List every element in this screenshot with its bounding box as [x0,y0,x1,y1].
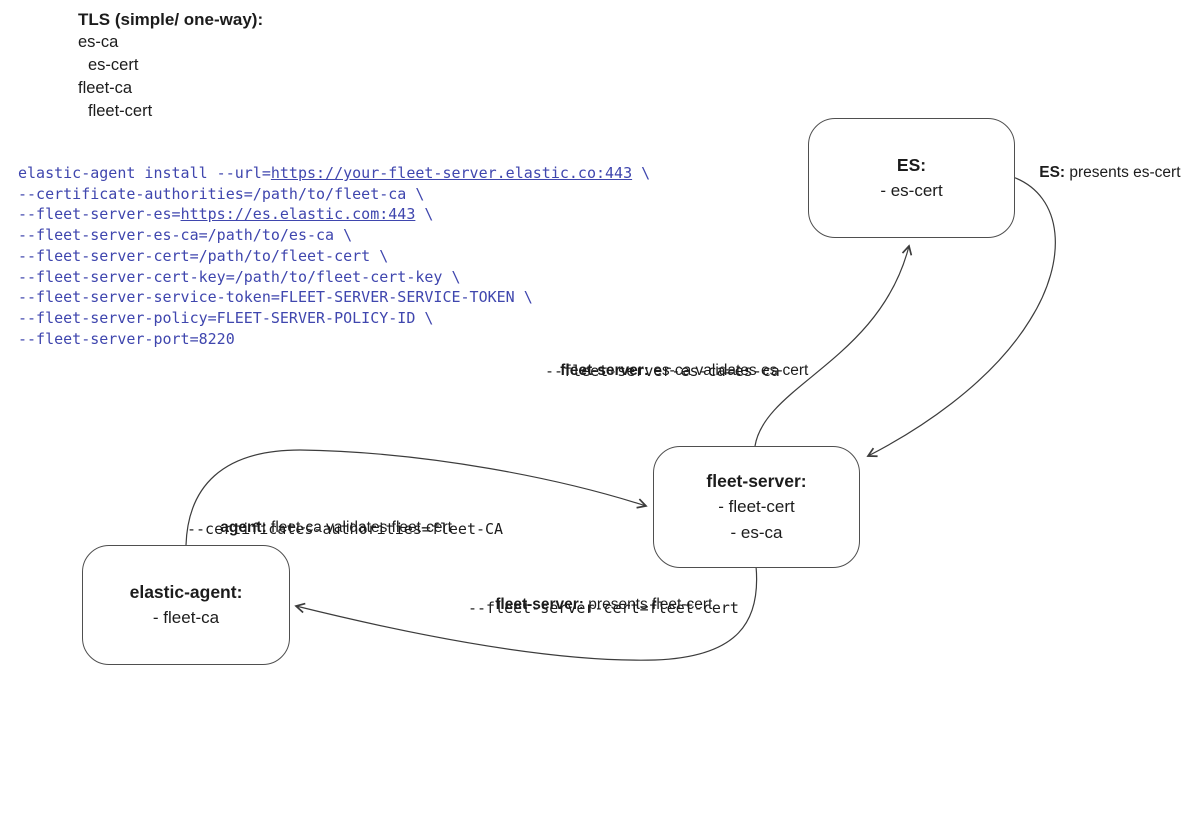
tls-title: TLS (simple/ one-way): [78,10,264,29]
label-bold: ES: [1039,164,1066,181]
node-elastic-agent-title: elastic-agent: [129,581,243,602]
label-text: es-ca validates es-cert [648,362,809,379]
label-fleet-validates-flag: --fleet-server-es-ca=es-ca [545,362,780,380]
code-text: \ [632,164,651,182]
code-text: --fleet-server-policy=FLEET-SERVER-POLIC… [18,308,434,327]
code-line: --fleet-server-cert-key=/path/to/fleet-c… [18,267,650,288]
label-fleet-presents: fleet-server: presents fleet-cert [478,578,712,632]
node-fleet-server-items: - fleet-cert - es-ca [718,494,795,545]
install-command-code: elastic-agent install --url=https://your… [18,163,650,349]
node-elastic-agent-items: - fleet-ca [153,605,219,631]
node-es-items: - es-cert [880,178,942,204]
code-text: --fleet-server-es-ca=/path/to/es-ca \ [18,226,353,245]
code-line: --fleet-server-es-ca=/path/to/es-ca \ [18,225,650,246]
code-text: --fleet-server-service-token=FLEET-SERVE… [18,288,533,307]
label-es-presents: ES: presents es-cert [1022,146,1181,200]
edge-agent-to-fleet-server [185,449,646,546]
code-line: --certificate-authorities=/path/to/fleet… [18,184,650,205]
label-bold: agent: [220,519,267,536]
code-text: --fleet-server-port=8220 [18,329,235,348]
tls-cert-list-item: fleet-cert [88,102,153,120]
code-text: --certificate-authorities=/path/to/fleet… [18,184,425,203]
code-line: --fleet-server-cert=/path/to/fleet-cert … [18,246,650,267]
node-elastic-agent: elastic-agent: - fleet-ca [82,545,290,665]
code-line: --fleet-server-port=8220 [18,329,650,350]
tls-cert-list: es-ca es-cert fleet-ca fleet-cert [78,31,263,123]
label-fleet-validates: fleet-server: es-ca validates es-cert [543,344,808,398]
label-text: presents es-cert [1065,164,1181,181]
node-item: - es-ca [730,522,783,542]
node-item: - fleet-ca [152,608,220,627]
label-fleet-presents-flag: --fleet-server-cert=fleet-cert [468,599,739,617]
tls-cert-list-item: es-cert [88,56,139,74]
label-agent-validates-flag: --certificates-authorities=fleet-CA [187,520,504,538]
code-link[interactable]: https://your-fleet-server.elastic.co:443 [270,164,633,182]
code-text: --fleet-server-es= [18,205,181,224]
label-agent-validates: agent: fleet-ca validates fleet-cert [203,501,452,555]
code-text: --fleet-server-cert=/path/to/fleet-cert … [18,246,389,265]
node-item: - es-cert [880,181,943,200]
node-es: ES: - es-cert [808,118,1015,238]
code-line: elastic-agent install --url=https://your… [18,163,650,184]
label-text: fleet-ca validates fleet-cert [266,519,452,536]
edge-es-to-fleet-server [868,176,1056,456]
label-text: presents fleet-cert [583,596,713,613]
tls-cert-list-item: es-ca [78,33,119,51]
tls-header: TLS (simple/ one-way): es-ca es-cert fleet… [78,8,263,123]
label-bold: fleet-server: [495,596,584,613]
code-link[interactable]: https://es.elastic.com:443 [180,205,416,224]
code-text: \ [415,205,434,224]
code-line: --fleet-server-policy=FLEET-SERVER-POLIC… [18,308,650,329]
code-text: --fleet-server-cert-key=/path/to/fleet-c… [18,267,461,286]
code-line: --fleet-server-service-token=FLEET-SERVE… [18,287,650,308]
label-bold: fleet-server: [560,362,649,379]
edge-fleet-server-to-agent [296,565,758,661]
node-fleet-server: fleet-server: - fleet-cert - es-ca [653,446,860,568]
code-line: --fleet-server-es=https://es.elastic.com… [18,204,650,225]
node-fleet-server-title: fleet-server: [706,470,807,491]
node-item: - fleet-cert [718,497,795,517]
code-text: elastic-agent install --url= [18,164,271,182]
node-es-title: ES: [896,154,927,175]
tls-cert-list-item: fleet-ca [78,79,133,97]
edge-fleet-server-to-es [754,246,909,447]
